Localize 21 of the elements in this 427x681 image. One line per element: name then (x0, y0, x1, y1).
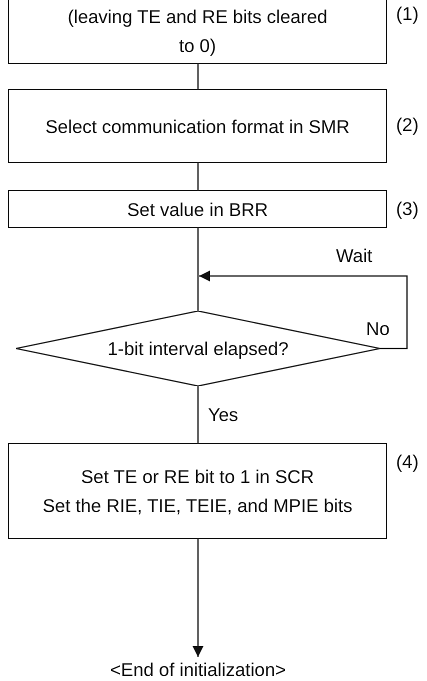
process-box (8, 443, 387, 539)
arrow (192, 539, 204, 657)
step-number: (3) (396, 198, 419, 220)
node-text: Select communication format in SMR (45, 114, 350, 138)
node-text: Set TE or RE bit to 1 in SCR (80, 465, 314, 489)
connector-line (197, 386, 199, 443)
step-number: (1) (396, 3, 419, 25)
node-text: Set the RIE, TIE, TEIE, and MPIE bits (42, 494, 352, 518)
connector-line (197, 228, 199, 311)
step-number: (2) (396, 114, 419, 136)
node-text: 1-bit interval elapsed? (108, 337, 288, 361)
node-text: (leaving TE and RE bits cleared to 0) (66, 4, 328, 58)
process-box (8, 89, 387, 163)
process-box (8, 190, 387, 228)
arrow (199, 270, 408, 350)
connector-line (197, 163, 199, 190)
connector-line (197, 64, 199, 89)
step-number: (4) (396, 451, 419, 473)
process-box (8, 0, 387, 64)
node-text: <End of initialization> (110, 658, 286, 681)
node-text: Set value in BRR (127, 198, 268, 222)
